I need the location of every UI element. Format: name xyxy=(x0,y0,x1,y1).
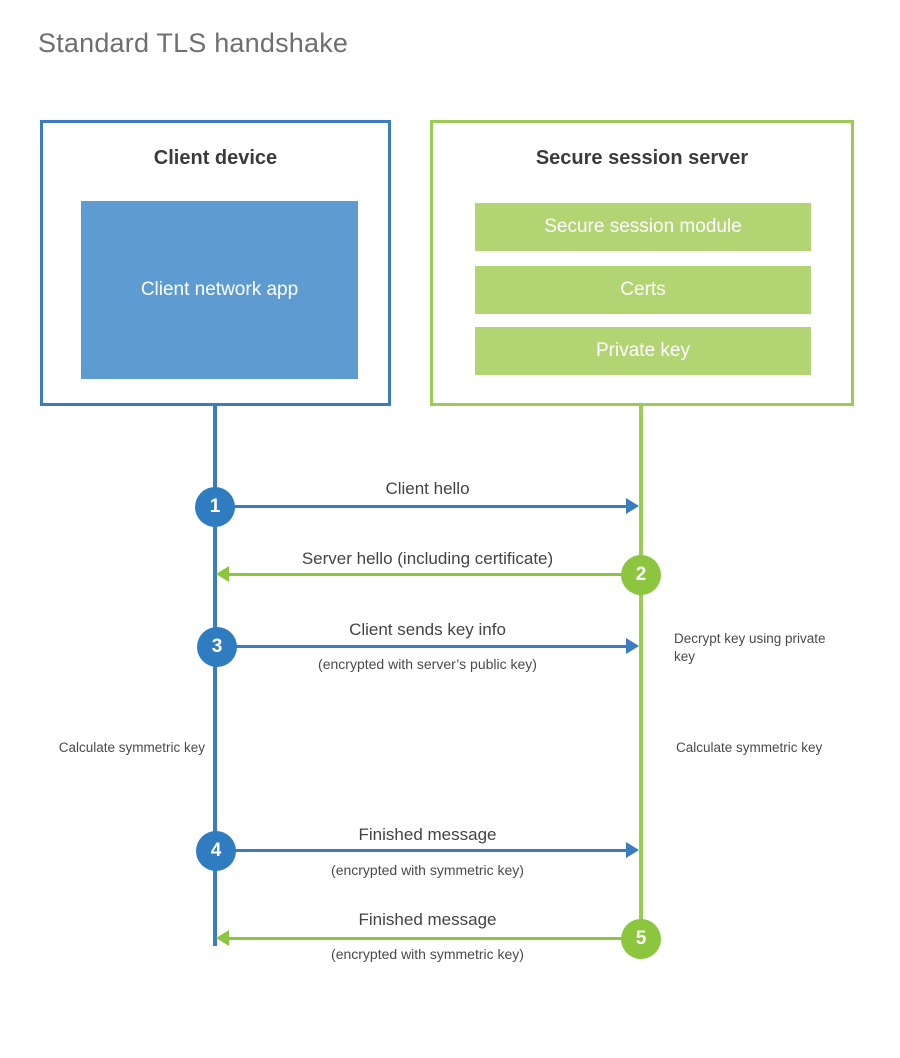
step-1-marker: 1 xyxy=(195,487,235,527)
secure-session-server-title: Secure session server xyxy=(535,147,749,169)
step-4-arrow-head-icon xyxy=(626,842,639,858)
step-4-sublabel: (encrypted with symmetric key) xyxy=(331,862,524,878)
step-3-arrow-line xyxy=(215,645,627,648)
step-2-marker: 2 xyxy=(621,555,661,595)
step-5-sublabel: (encrypted with symmetric key) xyxy=(331,946,524,962)
step-3-sublabel: (encrypted with server’s public key) xyxy=(318,656,537,672)
client-device-panel: Client device Client network app xyxy=(40,120,391,406)
step-1-arrow-head-icon xyxy=(626,498,639,514)
note-decrypt-key: Decrypt key using private key xyxy=(674,631,826,665)
step-4-marker: 4 xyxy=(196,831,236,871)
step-5-label: Finished message xyxy=(358,910,497,929)
step-4-label: Finished message xyxy=(358,825,497,844)
server-component-private-key: Private key xyxy=(475,327,811,375)
note-client-calculate-symmetric-key: Calculate symmetric key xyxy=(58,740,205,755)
step-3-label: Client sends key info xyxy=(349,620,506,639)
step-2-label: Server hello (including certificate) xyxy=(301,549,554,568)
client-lifeline xyxy=(213,403,217,946)
server-component-secure-session-module: Secure session module xyxy=(475,203,811,251)
step-1-arrow-line xyxy=(215,505,627,508)
client-device-title: Client device xyxy=(153,147,278,169)
secure-session-server-panel: Secure session server Secure session mod… xyxy=(430,120,854,406)
step-2-arrow-line xyxy=(229,573,639,576)
step-3-arrow-head-icon xyxy=(626,638,639,654)
note-server-calculate-symmetric-key: Calculate symmetric key xyxy=(676,740,823,755)
step-5-arrow-line xyxy=(229,937,639,940)
page-title: Standard TLS handshake xyxy=(38,28,349,58)
step-3-marker: 3 xyxy=(197,627,237,667)
step-1-label: Client hello xyxy=(385,479,470,498)
step-2-arrow-head-icon xyxy=(216,566,229,582)
step-4-arrow-line xyxy=(215,849,627,852)
step-5-marker: 5 xyxy=(621,919,661,959)
client-network-app-block: Client network app xyxy=(81,201,358,379)
server-component-certs: Certs xyxy=(475,266,811,314)
step-5-arrow-head-icon xyxy=(216,930,229,946)
server-lifeline xyxy=(639,403,643,939)
